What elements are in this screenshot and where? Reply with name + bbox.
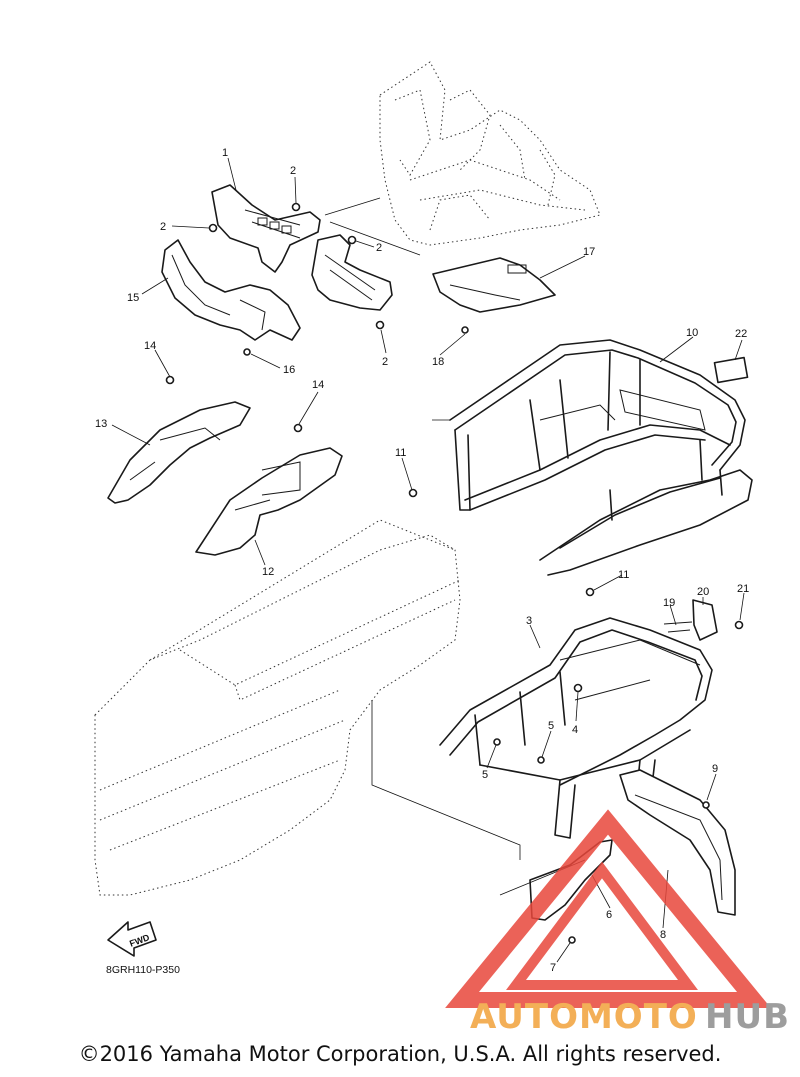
callout-21: 21 bbox=[737, 583, 749, 595]
rear-frame bbox=[449, 339, 753, 576]
callout-9: 9 bbox=[712, 763, 718, 775]
left-side-cover bbox=[107, 401, 251, 504]
front-guard-right-arm bbox=[311, 234, 393, 311]
callout-14: 14 bbox=[144, 340, 156, 352]
assembly-lines bbox=[324, 197, 586, 896]
mud-flap bbox=[619, 769, 736, 916]
callout-13: 13 bbox=[95, 418, 107, 430]
callout-15: 15 bbox=[127, 292, 139, 304]
callout-17: 17 bbox=[583, 246, 595, 258]
automotohub-watermark-logo: AUTOMOTO HUB bbox=[445, 809, 790, 1037]
vehicle-frame-outline bbox=[379, 61, 601, 246]
callout-6: 6 bbox=[606, 909, 612, 921]
callout-labels: 1 2 2 2 2 3 4 5 5 6 7 8 9 10 11 11 12 13… bbox=[95, 147, 749, 974]
callout-14: 14 bbox=[312, 379, 324, 391]
callout-22: 22 bbox=[735, 328, 747, 340]
callout-18: 18 bbox=[432, 356, 444, 368]
front-lower-cover bbox=[161, 239, 301, 341]
callout-11: 11 bbox=[395, 447, 406, 459]
copyright-footer: ©2016 Yamaha Motor Corporation, U.S.A. A… bbox=[78, 1042, 722, 1066]
right-side-cover bbox=[195, 447, 343, 556]
caution-label bbox=[713, 356, 749, 384]
callout-20: 20 bbox=[697, 586, 709, 598]
leader-lines bbox=[111, 157, 745, 963]
callout-2: 2 bbox=[290, 165, 296, 177]
callout-7: 7 bbox=[550, 962, 556, 974]
callout-2: 2 bbox=[382, 356, 388, 368]
callout-3: 3 bbox=[526, 615, 532, 627]
callout-1: 1 bbox=[222, 147, 228, 159]
callout-19: 19 bbox=[663, 597, 675, 609]
fasteners bbox=[165, 202, 744, 944]
watermark-word-b: HUB bbox=[705, 997, 790, 1037]
diagram-code: 8GRH110-P350 bbox=[106, 964, 180, 976]
callout-12: 12 bbox=[262, 566, 274, 578]
cargo-rack bbox=[439, 617, 713, 839]
callout-4: 4 bbox=[572, 724, 578, 736]
callout-16: 16 bbox=[283, 364, 295, 376]
callout-5: 5 bbox=[482, 769, 488, 781]
front-guard-bar bbox=[211, 184, 321, 273]
callout-2: 2 bbox=[160, 221, 166, 233]
callout-5: 5 bbox=[548, 720, 554, 732]
callout-2: 2 bbox=[376, 242, 382, 254]
callout-11: 11 bbox=[618, 569, 629, 581]
skid-plate bbox=[432, 257, 556, 313]
fwd-arrow-icon: FWD bbox=[107, 921, 157, 957]
watermark-word-a: AUTOMOTO bbox=[470, 997, 698, 1037]
callout-8: 8 bbox=[660, 929, 666, 941]
vehicle-body-outline bbox=[94, 519, 461, 896]
callout-10: 10 bbox=[686, 327, 698, 339]
